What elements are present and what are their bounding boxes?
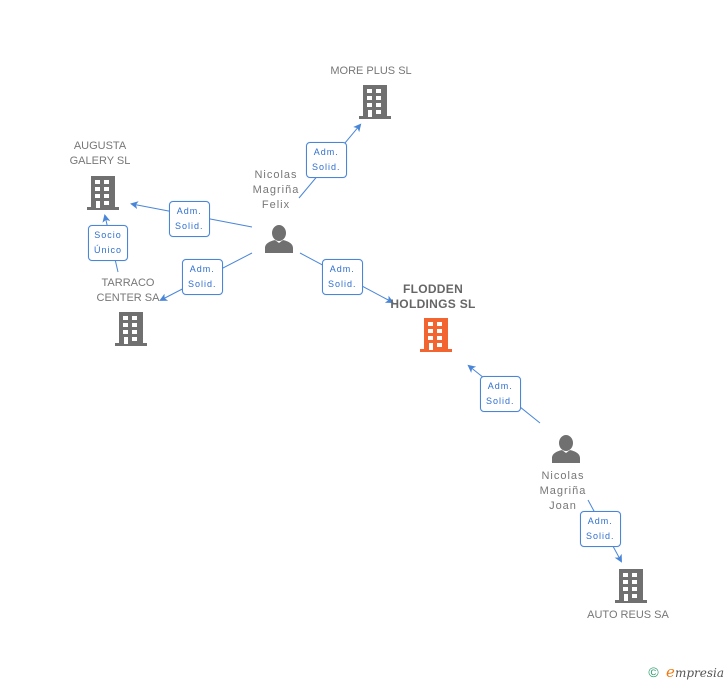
brand-logo[interactable]: empresia <box>666 663 724 681</box>
edge-label-joan-flodden[interactable]: Adm.Solid. <box>480 376 521 412</box>
edge-label-felix-augusta[interactable]: Adm.Solid. <box>169 201 210 237</box>
person-label-felix[interactable]: Nicolas Magriña Felix <box>252 169 300 211</box>
copyright-footer: © empresia <box>648 663 724 681</box>
copyright-icon: © <box>648 664 659 680</box>
company-label-flodden[interactable]: FLODDEN HOLDINGS SL <box>390 282 476 311</box>
company-label-augusta[interactable]: AUGUSTA GALERY SL <box>69 140 131 167</box>
company-label-tarraco[interactable]: TARRACO CENTER SA <box>96 277 160 304</box>
edge-label-felix-tarraco[interactable]: Adm.Solid. <box>182 259 223 295</box>
person-icon[interactable] <box>264 224 294 254</box>
edge-label-joan-autoreus[interactable]: Adm.Solid. <box>580 511 621 547</box>
building-icon[interactable] <box>615 569 647 603</box>
building-icon[interactable] <box>359 85 391 119</box>
company-label-more-plus[interactable]: MORE PLUS SL <box>330 65 412 77</box>
edge-label-felix-flodden[interactable]: Adm.Solid. <box>322 259 363 295</box>
building-icon[interactable] <box>115 312 147 346</box>
edge-label-felix-moreplus[interactable]: Adm.Solid. <box>306 142 347 178</box>
company-label-auto-reus[interactable]: AUTO REUS SA <box>587 609 669 621</box>
building-icon[interactable] <box>87 176 119 210</box>
building-icon[interactable] <box>420 318 452 352</box>
person-icon[interactable] <box>551 434 581 464</box>
person-label-joan[interactable]: Nicolas Magriña Joan <box>539 470 587 512</box>
